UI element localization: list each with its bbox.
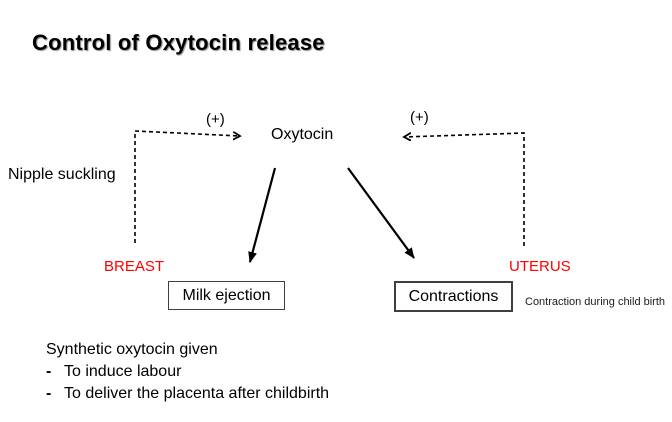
bullet-marker: - xyxy=(46,385,52,402)
effect-box-contractions-label: Contractions xyxy=(408,287,499,305)
plus-sign-right: (+) xyxy=(410,109,429,126)
plus-sign-left: (+) xyxy=(206,111,225,128)
footer-notes: Synthetic oxytocin given - To induce lab… xyxy=(46,339,329,405)
dashed-path-uterus-to-oxytocin xyxy=(404,133,525,246)
slide-title: Control of Oxytocin release xyxy=(32,30,325,55)
arrow-oxytocin-to-contractions xyxy=(347,167,415,259)
dashed-path-breast-to-oxytocin xyxy=(134,130,240,243)
footer-bullet-2: - To deliver the placenta after childbir… xyxy=(46,383,329,405)
effect-box-milk-ejection-label: Milk ejection xyxy=(182,286,271,304)
footer-bullet-1-text: To induce labour xyxy=(64,363,182,380)
stimulus-label-nipple-suckling: Nipple suckling xyxy=(8,166,116,183)
arrow-oxytocin-to-milk-ejection xyxy=(248,167,277,263)
bullet-marker: - xyxy=(46,363,52,380)
organ-label-uterus: UTERUS xyxy=(509,258,571,275)
footer-heading: Synthetic oxytocin given xyxy=(46,341,218,358)
effect-box-contractions: Contractions xyxy=(394,281,513,312)
contraction-note: Contraction during child birth xyxy=(525,296,666,308)
organ-label-breast: BREAST xyxy=(104,258,165,275)
hormone-label: Oxytocin xyxy=(271,126,334,143)
footer-bullet-2-text: To deliver the placenta after childbirth xyxy=(64,385,330,402)
footer-bullet-1: - To induce labour xyxy=(46,361,329,383)
effect-box-milk-ejection: Milk ejection xyxy=(168,281,285,310)
